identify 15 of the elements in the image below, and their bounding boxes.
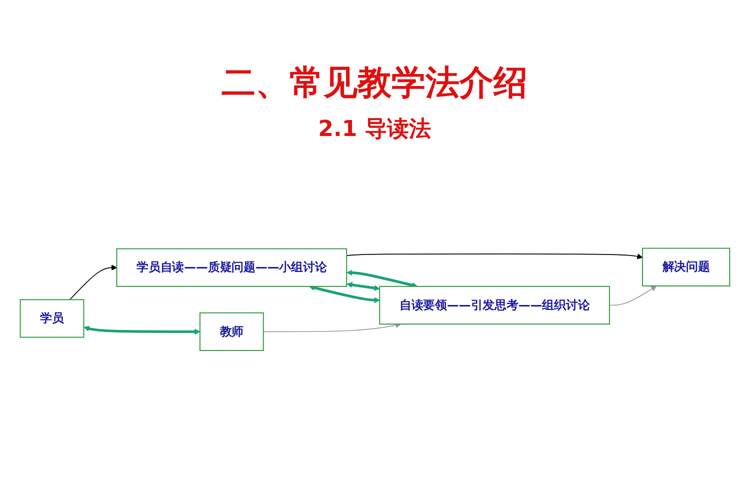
arrow — [68, 264, 116, 300]
arrow — [346, 269, 418, 288]
node-box: 学员自读——质疑问题——小组讨论 — [116, 248, 347, 287]
node-box: 学员 — [19, 298, 84, 338]
arrow — [608, 285, 656, 306]
node-box: 解决问题 — [642, 247, 730, 286]
arrow — [308, 284, 380, 303]
node-box: 自读要领——引发思考——组织讨论 — [378, 286, 610, 324]
subtitle: 2.1 导读法 — [317, 116, 432, 144]
title: 二、常见教学法介绍 — [220, 62, 528, 105]
arrow — [83, 325, 200, 334]
arrow — [346, 282, 380, 291]
arrow — [262, 322, 401, 332]
arrow — [346, 253, 642, 259]
node-box: 教师 — [198, 312, 264, 351]
